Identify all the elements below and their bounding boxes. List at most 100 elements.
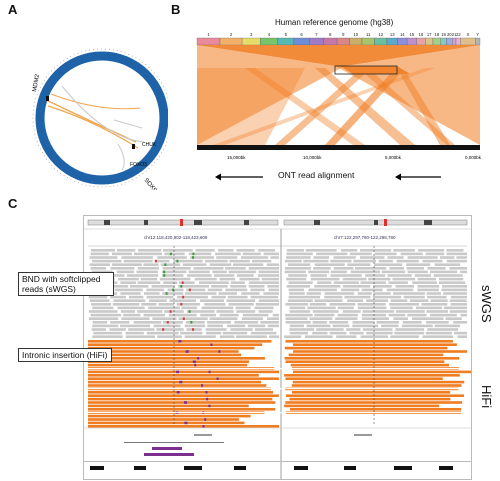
read: [213, 274, 235, 277]
read: [387, 274, 412, 277]
read: [309, 303, 327, 306]
read: [91, 270, 113, 274]
chromosome-segment: [374, 37, 388, 46]
read: [308, 288, 337, 292]
read: [390, 306, 413, 310]
read: [138, 249, 162, 252]
read: [421, 303, 448, 306]
chromosome-segment: [406, 37, 417, 46]
read: [284, 270, 306, 274]
read: [289, 324, 304, 328]
read: [442, 285, 467, 288]
read: [258, 299, 279, 302]
read: [258, 270, 279, 274]
read: [152, 317, 177, 320]
read: [173, 259, 203, 263]
chromosome-label: 7: [315, 32, 318, 37]
read: [362, 310, 395, 313]
read: [248, 281, 279, 284]
read: [446, 252, 467, 256]
read: [333, 267, 354, 270]
read: [218, 292, 237, 295]
circos-link-insertion: [45, 99, 137, 143]
read: [228, 270, 256, 274]
read: [117, 277, 139, 281]
chromosome-label: 1: [207, 32, 210, 37]
read: [88, 404, 249, 408]
read: [88, 353, 242, 357]
read: [143, 292, 160, 295]
read: [454, 331, 467, 335]
read: [230, 285, 247, 288]
read: [284, 335, 302, 338]
read: [344, 295, 371, 299]
read: [289, 328, 315, 331]
read: [261, 277, 279, 281]
read: [125, 335, 155, 338]
read: [88, 425, 279, 428]
read: [133, 252, 162, 256]
chromosome-segment: [416, 37, 426, 46]
read: [439, 277, 464, 281]
read: [412, 281, 437, 284]
read: [195, 249, 215, 252]
alignment-ribbon: [197, 45, 480, 66]
read: [430, 313, 457, 317]
read: [310, 274, 327, 277]
read: [121, 310, 136, 313]
read: [242, 252, 261, 256]
read: [194, 277, 217, 281]
genome-title: Human reference genome (hg38): [275, 18, 394, 27]
read: [163, 281, 178, 284]
read: [199, 281, 229, 284]
read: [346, 328, 361, 331]
read: [374, 252, 397, 256]
chromosome-segment: [309, 37, 324, 46]
read: [443, 292, 467, 295]
read: [92, 335, 123, 338]
read: [239, 277, 260, 281]
read: [252, 259, 272, 263]
read: [441, 288, 467, 292]
read: [235, 306, 251, 310]
read: [434, 263, 461, 266]
chromosome-segment: [277, 37, 295, 46]
read: [169, 299, 197, 302]
read: [357, 303, 386, 306]
read: [289, 306, 306, 310]
read: [164, 252, 185, 256]
arrow-left-icon: [215, 173, 263, 181]
read: [88, 370, 279, 374]
read: [289, 310, 311, 313]
read: [88, 408, 276, 411]
read: [284, 357, 460, 360]
read: [266, 263, 279, 266]
read: [156, 328, 184, 331]
read: [288, 288, 305, 292]
read: [332, 324, 350, 328]
read: [89, 299, 110, 302]
read: [184, 292, 217, 295]
circos-label: CHUK: [142, 142, 157, 148]
read: [110, 295, 126, 299]
read: [372, 295, 402, 299]
read: [216, 256, 238, 259]
read: [137, 310, 163, 313]
read: [89, 263, 111, 266]
read: [349, 252, 372, 256]
read: [236, 310, 256, 313]
chromosome-label: Y: [476, 32, 479, 37]
circos-link-insertion: [47, 105, 139, 149]
read: [178, 317, 208, 320]
read: [314, 299, 343, 302]
read: [292, 380, 465, 384]
read: [316, 328, 344, 331]
read: [121, 317, 150, 320]
read: [439, 256, 455, 259]
read: [188, 252, 212, 256]
read: [373, 263, 403, 266]
read: [425, 252, 445, 256]
chromosome-label: 12: [378, 32, 383, 37]
track-label-swgs: sWGS: [479, 285, 494, 323]
read: [449, 299, 467, 302]
